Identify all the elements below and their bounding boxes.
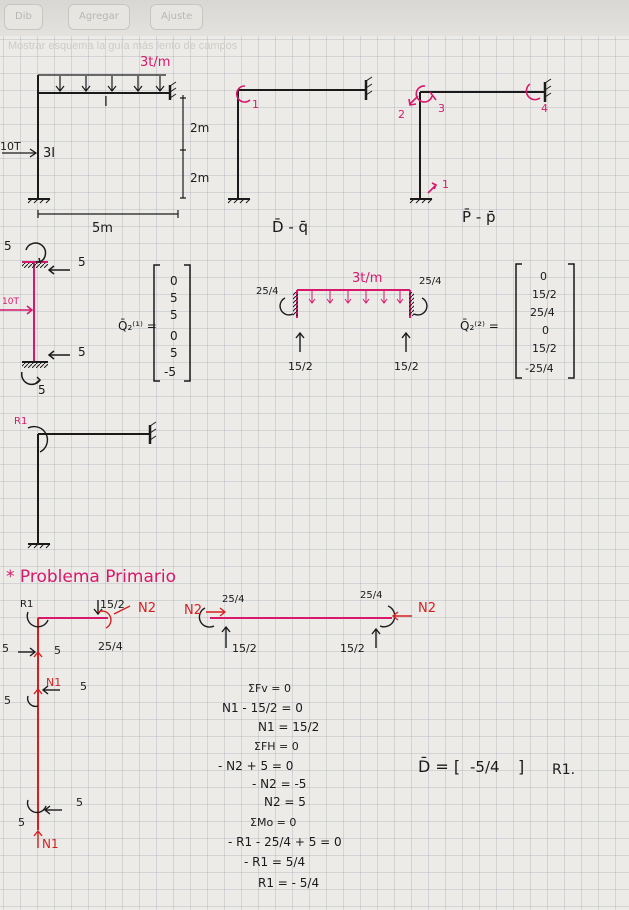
- prim-n2: N2: [138, 601, 156, 616]
- pp-diagram: [409, 78, 552, 204]
- frame-load-label: 3t/m: [140, 55, 170, 70]
- prim-beam-right-reaction: 15/2: [340, 642, 365, 655]
- equation-line: ΣFH = 0: [254, 740, 299, 753]
- pp-node-1: 1: [442, 178, 449, 191]
- pp-dof-arrows: [408, 83, 541, 194]
- prim-col-bot-left: 5: [18, 816, 25, 829]
- primario-heading: * Problema Primario: [6, 567, 176, 587]
- pp-title: P̄ - p̄: [462, 207, 496, 226]
- r1-frame: [27, 421, 157, 549]
- q1-brackets: [153, 264, 191, 382]
- prim-col-top-left: 5: [2, 642, 9, 655]
- result-lhs: D̄ = [: [418, 757, 460, 776]
- q2-value-3: 25/4: [530, 306, 555, 319]
- equations: ΣFv = 0 N1 - 15/2 = 0 N1 = 15/2 ΣFH = 0 …: [218, 682, 342, 890]
- prim-beam-n2-right: N2: [418, 601, 436, 616]
- toolbar-tab-3[interactable]: Ajuste: [150, 4, 204, 30]
- col-load: 10T: [2, 297, 19, 307]
- prim-beam-right-moment: 25/4: [360, 590, 382, 601]
- q2-value-5: 15/2: [532, 342, 557, 355]
- prim-beam-left-reaction: 15/2: [232, 642, 257, 655]
- col-bottom-shear: 5: [78, 345, 86, 359]
- ghost-text: Mostrar esquema la guía más lento de cam…: [8, 40, 238, 52]
- equation-line: R1 = - 5/4: [258, 876, 319, 890]
- equation-line: ΣFv = 0: [248, 682, 291, 695]
- toolbar-tab-2[interactable]: Agregar: [68, 4, 130, 30]
- beam-right-moment: 25/4: [419, 276, 441, 287]
- dq-node-label: 1: [252, 98, 259, 111]
- dq-title: D̄ - q̄: [272, 217, 308, 236]
- pp-node-4: 4: [541, 102, 548, 115]
- prim-col-n1: N1: [46, 676, 61, 689]
- q1-value-6: -5: [164, 365, 176, 379]
- q2-value-6: -25/4: [525, 362, 554, 375]
- col-bottom-moment: 5: [38, 383, 46, 397]
- equation-line: N2 = 5: [264, 795, 306, 809]
- q1-value-2: 5: [170, 291, 178, 305]
- primario-beam: [198, 605, 412, 648]
- prim-beam-n2-left: N2: [184, 603, 202, 618]
- beam-left-reaction: 15/2: [288, 360, 313, 373]
- primario-node: [18, 600, 131, 848]
- equation-line: ΣMo = 0: [250, 816, 296, 829]
- beam-fbd: [279, 289, 428, 352]
- app-toolbar: Dib Agregar Ajuste: [0, 0, 629, 36]
- column-inertia-label: 3I: [43, 146, 55, 161]
- equation-line: - R1 - 25/4 + 5 = 0: [228, 835, 342, 849]
- q2-label: Q̄₂⁽²⁾ =: [460, 319, 499, 333]
- prim-col-bot-right: 5: [76, 796, 83, 809]
- beam-right-reaction: 15/2: [394, 360, 419, 373]
- q1-value-4: 0: [170, 329, 178, 343]
- result-rhs: ]: [518, 757, 524, 776]
- q2-value-2: 15/2: [532, 288, 557, 301]
- prim-load: 15/2: [100, 598, 125, 611]
- result-value: -5/4: [470, 758, 500, 776]
- beam-load-label: 3t/m: [352, 271, 382, 286]
- equation-line: - N2 = -5: [252, 777, 306, 791]
- result-vector: D̄ = [ -5/4 ] R1.: [418, 757, 575, 778]
- result-var: R1.: [552, 762, 575, 778]
- span-label: 5m: [92, 221, 113, 236]
- prim-col-mid-left: 5: [4, 694, 11, 707]
- q1-value-5: 5: [170, 346, 178, 360]
- col-top-shear: 5: [78, 255, 86, 269]
- toolbar-tab-1[interactable]: Dib: [4, 4, 43, 30]
- prim-beam-left-moment: 25/4: [222, 594, 244, 605]
- height-lower-label: 2m: [190, 171, 209, 185]
- q2-value-4: 0: [542, 324, 549, 337]
- height-upper-label: 2m: [190, 121, 209, 135]
- frame-diagram: [2, 74, 186, 218]
- prim-col-top-right: 5: [54, 644, 61, 657]
- q1-label: Q̄₂⁽¹⁾ =: [118, 319, 157, 333]
- q1-value-3: 5: [170, 308, 178, 322]
- equation-line: N1 - 15/2 = 0: [222, 701, 303, 715]
- prim-moment: 25/4: [98, 640, 123, 653]
- beam-inertia-label: I: [104, 95, 108, 110]
- equation-line: - R1 = 5/4: [244, 855, 305, 869]
- column-fbd: [0, 242, 70, 386]
- prim-col-mid-right: 5: [80, 680, 87, 693]
- dq-rotation-icon: [235, 85, 251, 103]
- prim-col-bottom-n1: N1: [42, 837, 59, 851]
- q2-brackets: [515, 263, 575, 379]
- equation-line: - N2 + 5 = 0: [218, 759, 293, 773]
- dq-diagram: [227, 76, 373, 204]
- r1-label: R1: [14, 416, 27, 427]
- q2-value-1: 0: [540, 270, 547, 283]
- prim-r1: R1: [20, 599, 33, 610]
- pp-node-2: 2: [398, 108, 405, 121]
- q1-value-1: 0: [170, 274, 178, 288]
- equation-line: N1 = 15/2: [258, 720, 319, 734]
- frame-force-label: 10T: [0, 140, 21, 153]
- beam-left-moment: 25/4: [256, 286, 278, 297]
- pp-node-3: 3: [438, 102, 445, 115]
- col-top-moment: 5: [4, 239, 12, 253]
